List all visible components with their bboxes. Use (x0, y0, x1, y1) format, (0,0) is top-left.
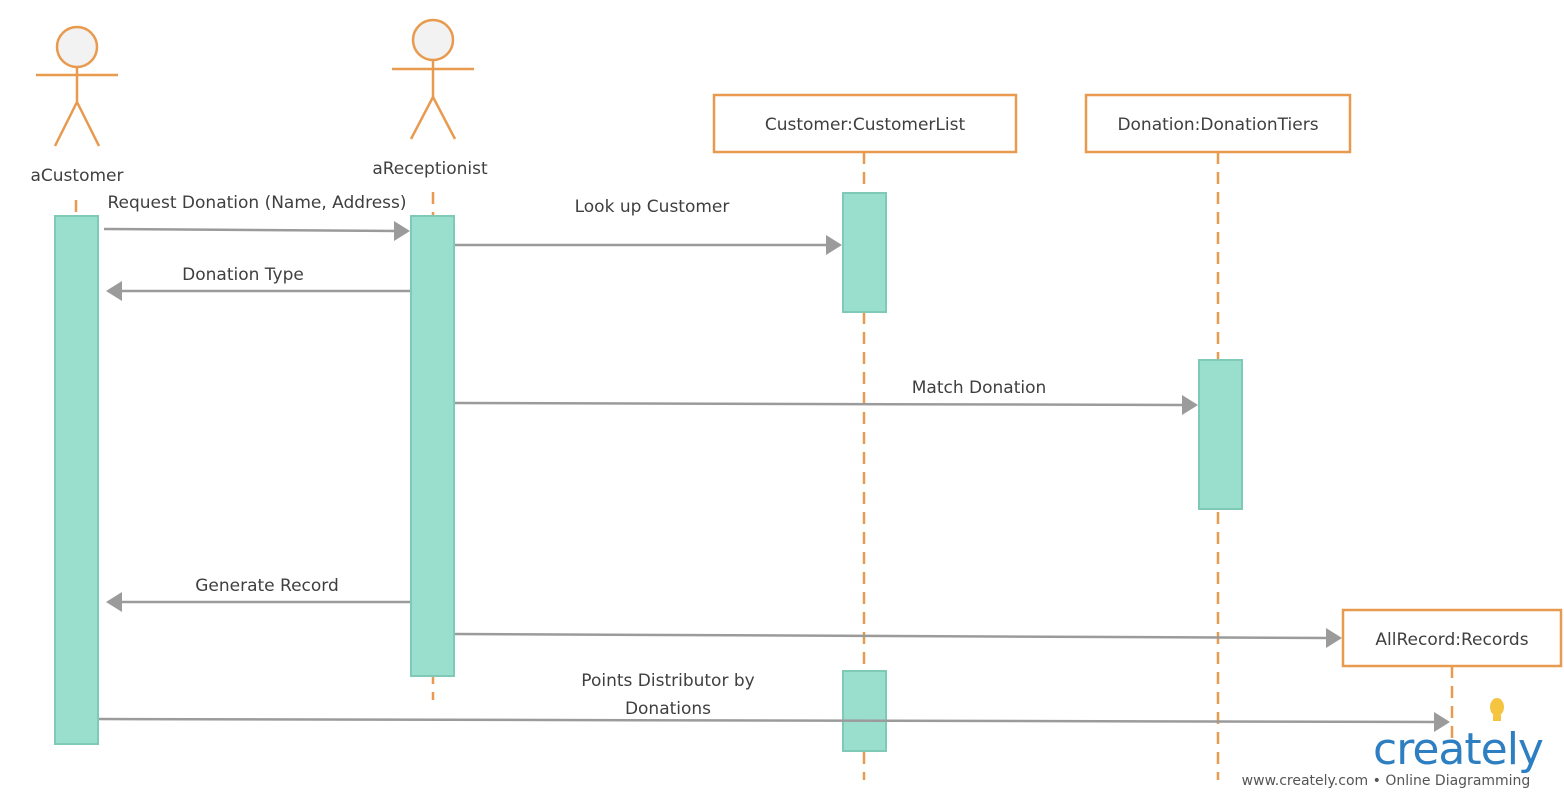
object-donation-tiers: Donation:DonationTiers (1084, 93, 1352, 154)
message-create-record-arrowhead (1326, 628, 1342, 648)
object-all-records: AllRecord:Records (1341, 608, 1563, 668)
message-request-donation: Request Donation (Name, Address) (103, 193, 410, 241)
object-all-records-label: AllRecord:Records (1375, 630, 1528, 650)
actor-customer-label: aCustomer (31, 166, 124, 186)
message-create-record (454, 628, 1342, 648)
message-match-donation: Match Donation (454, 378, 1198, 415)
creately-tagline: www.creately.com • Online Diagramming (1242, 773, 1531, 789)
message-match-donation-label: Match Donation (912, 378, 1047, 398)
message-request-donation-label: Request Donation (Name, Address) (107, 193, 406, 213)
message-points-distributor: Points Distributor by Donations (98, 671, 1450, 732)
actor-receptionist: aReceptionist (372, 18, 488, 179)
message-match-donation-arrowhead (1182, 395, 1198, 415)
creately-logo-text: creately (1373, 724, 1543, 775)
actor-receptionist-right-leg (431, 96, 457, 140)
activation-customer (54, 215, 99, 745)
activation-customer-list-2 (842, 670, 887, 752)
object-donation-tiers-box (1084, 93, 1352, 154)
actor-customer: aCustomer (31, 25, 124, 186)
message-look-up-customer-label: Look up Customer (575, 197, 730, 217)
message-create-record-line (454, 632, 1329, 640)
object-customer-list-box (712, 93, 1018, 154)
message-points-distributor-line (98, 717, 1437, 724)
object-donation-tiers-label: Donation:DonationTiers (1117, 115, 1318, 135)
actor-receptionist-head (411, 18, 455, 62)
actor-customer-left-leg (53, 101, 79, 147)
message-look-up-customer-arrowhead (826, 235, 842, 255)
lightbulb-icon (1490, 698, 1504, 721)
message-donation-type-arrowhead (106, 281, 122, 301)
actor-receptionist-left-leg (409, 96, 435, 140)
object-customer-list-label: Customer:CustomerList (765, 115, 966, 135)
actor-customer-right-leg (75, 101, 101, 147)
activation-receptionist (410, 215, 455, 677)
message-generate-record-label: Generate Record (195, 576, 339, 596)
message-generate-record: Generate Record (106, 576, 410, 612)
object-customer-list: Customer:CustomerList (712, 93, 1018, 154)
message-request-donation-line (103, 227, 397, 233)
actor-receptionist-label: aReceptionist (372, 159, 488, 179)
message-points-distributor-label-line2: Donations (625, 699, 711, 719)
actor-customer-head (55, 25, 99, 69)
message-points-distributor-label-line1: Points Distributor by (581, 671, 754, 691)
message-donation-type: Donation Type (106, 265, 410, 301)
activation-donation-tiers (1198, 359, 1243, 510)
message-generate-record-arrowhead (106, 592, 122, 612)
message-donation-type-label: Donation Type (182, 265, 304, 285)
creately-logo: creately www.creately.com • Online Diagr… (1242, 698, 1544, 789)
message-look-up-customer: Look up Customer (455, 197, 842, 255)
activation-customer-list-1 (842, 192, 887, 313)
message-match-donation-line (454, 401, 1185, 407)
object-all-records-box (1341, 608, 1563, 668)
message-request-donation-arrowhead (394, 221, 410, 241)
message-points-distributor-arrowhead (1434, 712, 1450, 732)
